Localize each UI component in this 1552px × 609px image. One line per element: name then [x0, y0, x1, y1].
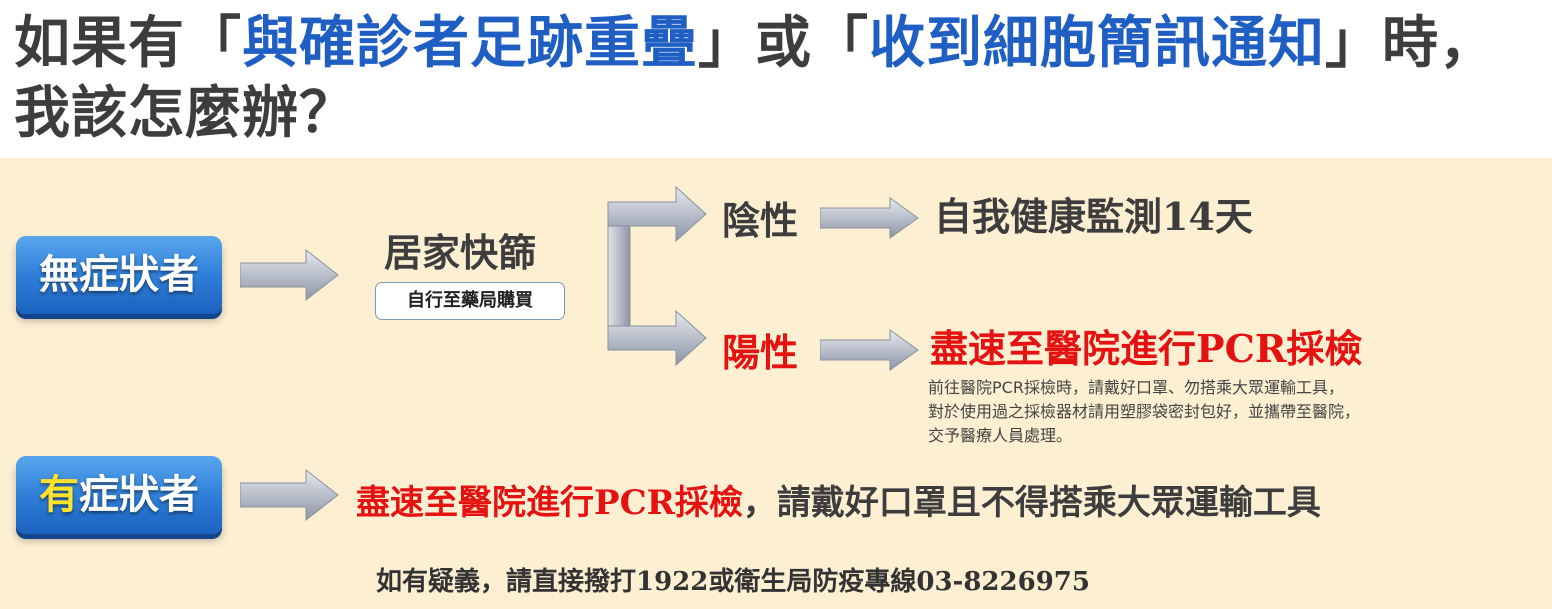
rapid-test-note: 自行至藥局購買 [375, 282, 565, 320]
negative-label: 陰性 [722, 198, 799, 243]
right-arrow-icon [820, 196, 920, 240]
title-highlight-sms: 收到細胞簡訊通知 [869, 10, 1325, 76]
positive-label: 陽性 [722, 330, 799, 375]
page-title: 如果有「與確診者足跡重疊」或「收到細胞簡訊通知」時， 我該怎麼辦？ [14, 8, 1544, 148]
title-highlight-contact: 與確診者足跡重疊 [242, 10, 698, 76]
positive-note-line: 交予醫療人員處理。 [928, 426, 1073, 445]
positive-note-line: 對於使用過之採檢器材請用塑膠袋密封包好，並攜帶至醫院， [928, 402, 1361, 421]
positive-action: 盡速至醫院進行PCR採檢 [930, 326, 1363, 371]
title-line-2: 我該怎麼辦？ [14, 80, 356, 146]
title-line-1: 如果有「與確診者足跡重疊」或「收到細胞簡訊通知」時， [14, 8, 1544, 78]
negative-action: 自我健康監測14天 [934, 194, 1253, 239]
title-text: 如果有「 [14, 10, 242, 76]
symptomatic-action: 盡速至醫院進行PCR採檢，請戴好口罩且不得搭乘大眾運輸工具 [356, 478, 1552, 528]
flowchart-panel [0, 158, 1552, 609]
title-text: 」或「 [698, 10, 869, 76]
symptomatic-label: 症狀者 [79, 471, 199, 518]
symptomatic-action-red: 盡速至醫院進行PCR採檢 [356, 483, 743, 523]
rapid-test-label: 居家快篩 [384, 230, 537, 275]
asymptomatic-label: 無症狀者 [39, 251, 199, 298]
symptomatic-action-rest: ，請戴好口罩且不得搭乘大眾運輸工具 [742, 483, 1321, 523]
asymptomatic-box: 無症狀者 [16, 236, 222, 314]
positive-note-line: 前往醫院PCR採檢時，請戴好口罩、勿搭乘大眾運輸工具， [928, 378, 1344, 397]
symptomatic-box: 有症狀者 [16, 456, 222, 534]
symptomatic-label-highlight: 有 [39, 471, 79, 518]
title-text: 」時， [1325, 10, 1496, 76]
right-arrow-icon [240, 248, 340, 302]
footer-contact: 如有疑義，請直接撥打1922或衛生局防疫專線03-8226975 [376, 567, 1090, 597]
right-arrow-icon [240, 468, 340, 522]
positive-notes: 前往醫院PCR採檢時，請戴好口罩、勿搭乘大眾運輸工具， 對於使用過之採檢器材請用… [928, 376, 1528, 448]
branch-bracket [606, 184, 710, 374]
right-arrow-icon [820, 328, 920, 372]
